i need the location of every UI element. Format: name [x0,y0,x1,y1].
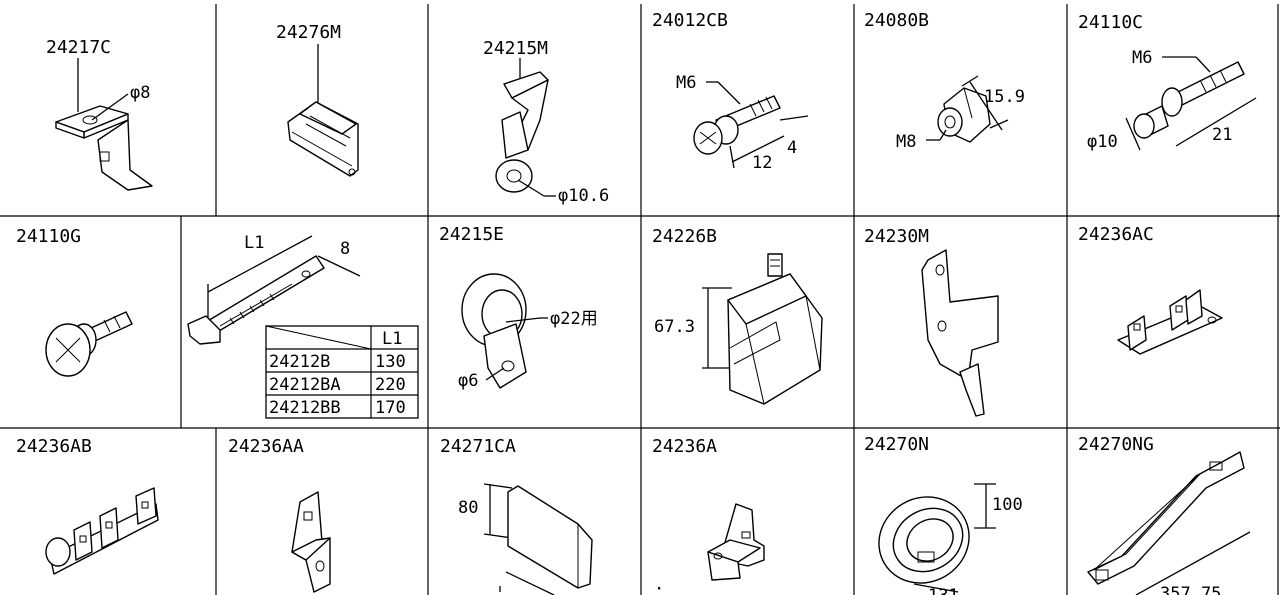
dim-end: 4 [787,138,797,158]
dim-diameter: φ10 [1087,132,1118,152]
cell-24217C: 24217C φ8 [46,37,153,191]
holder-part [727,253,823,405]
grommet-part [878,496,970,584]
table-row-value: 170 [375,398,406,418]
part-number: 24110G [16,226,81,247]
part-number: 24270N [864,434,929,455]
part-number: 24271CA [440,436,516,457]
cable-tie-part [187,255,325,345]
cell-24236A: 24236A · [652,436,765,595]
dim-thread: M6 [1132,48,1152,68]
table-row-part: 24212BA [269,375,341,395]
part-number: 24215M [483,38,548,59]
tick-mark: · [654,579,664,595]
part-number: 24110C [1078,12,1143,33]
part-number: 24236A [652,436,717,457]
table-row-part: 24212B [269,352,330,372]
dim-height: 80 [458,498,478,518]
cell-24215E: 24215E φ22用 φ6 [439,224,598,391]
clamp-part [461,273,527,389]
table-header: L1 [382,329,402,349]
dim-length: 21 [1212,125,1232,145]
clip-part [287,101,359,177]
part-number: 24230M [864,226,929,247]
cell-24110C: 24110C M6 φ10 21 [1078,12,1257,152]
cell-cable-tie: L1 8 L1 24212B 130 24212BA 220 [187,233,419,419]
dim-height: 100 [992,495,1023,515]
dim-hole: φ6 [458,371,478,391]
cell-24110G: 24110G [16,226,133,377]
cell-24236AA: 24236AA [228,436,331,593]
dim-fit-size: φ22用 [550,309,598,329]
dimension-table: L1 24212B 130 24212BA 220 24212BB 170 [265,325,419,419]
cell-24226B: 24226B 67.3 [652,226,823,405]
cell-24215M: 24215M φ10.6 [483,38,609,206]
part-number: 24236AA [228,436,304,457]
cell-24270N: 24270N 100 131 [864,434,1023,595]
cell-24236AC: 24236AC [1078,224,1223,355]
cell-24276M: 24276M [276,22,359,177]
part-number: 24236AC [1078,224,1154,245]
table-row-value: 130 [375,352,406,372]
part-number: 24217C [46,37,111,58]
dim-length: L1 [244,233,264,253]
cell-24012CB: 24012CB M6 12 4 [652,10,809,173]
dim-width: 131 [928,586,959,595]
terminal-part [1117,289,1223,355]
part-number: 24236AB [16,436,92,457]
dim-length: 357.75 [1160,584,1221,595]
dim-thread: M8 [896,132,916,152]
part-number: 24276M [276,22,341,43]
dim-thread: M6 [676,73,696,93]
grid [0,4,1280,595]
table-row-part: 24212BB [269,398,341,418]
part-number: 24012CB [652,10,728,31]
bracket-part [55,105,153,191]
plate-part [921,249,999,417]
stud-part [1133,61,1245,139]
bolt-part [693,95,781,155]
pad-part [507,485,593,589]
cell-24080B: 24080B 15.9 M8 [864,10,1025,152]
cell-24236AB: 24236AB [16,436,159,575]
dim-length: 12 [752,153,772,173]
dim-diameter: φ8 [130,83,150,103]
cell-24270NG: 24270NG 357.75 [1078,434,1251,595]
cell-24230M: 24230M [864,226,999,417]
bracket-part [707,503,765,581]
part-number: 24215E [439,224,504,245]
dim-height: 67.3 [654,317,695,337]
part-number: 24080B [864,10,929,31]
part-number: 24226B [652,226,717,247]
cell-24271CA: 24271CA 80 [440,436,593,595]
clamp-part [495,71,549,193]
terminal-strip-part [45,487,159,575]
table-row-value: 220 [375,375,406,395]
dim-height: 15.9 [984,87,1025,107]
part-number: 24270NG [1078,434,1154,455]
dim-hole: φ10.6 [558,186,609,206]
tab-part [291,491,331,593]
knob-bolt-part [45,311,133,377]
protector-part [1087,451,1245,585]
dim-width: 8 [340,239,350,259]
nut-part [937,87,991,143]
